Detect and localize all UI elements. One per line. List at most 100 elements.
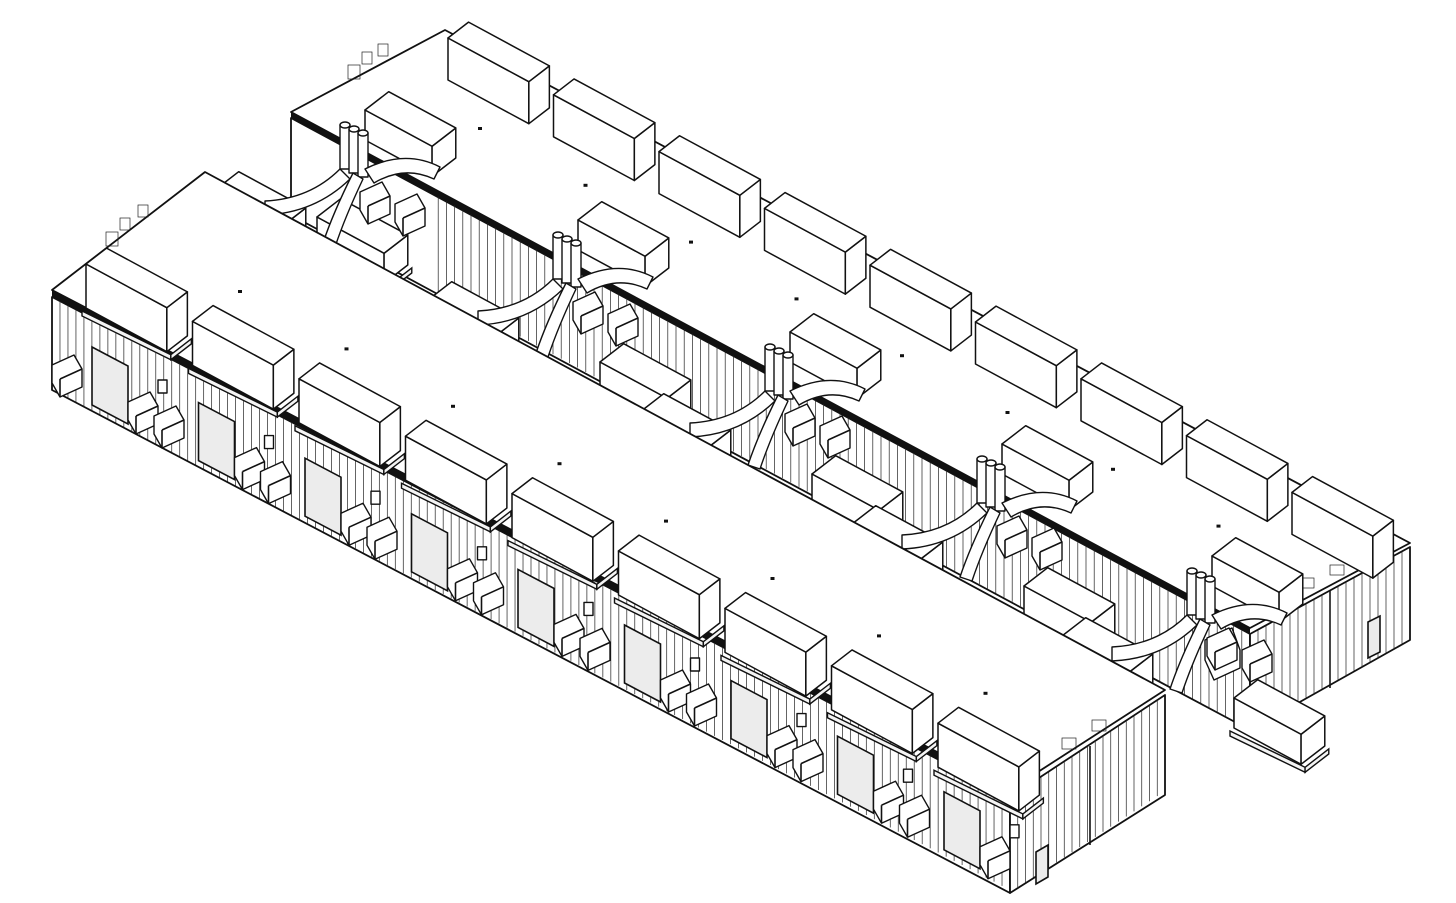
duct-riser-top — [339, 121, 351, 129]
rear-end-door — [1367, 614, 1381, 660]
supply-duct — [1001, 491, 1078, 518]
rear-rooftop-units — [447, 21, 1395, 579]
wall-switch-box — [263, 434, 275, 450]
wall-exhaust-fan — [51, 354, 83, 398]
wall-exhaust-fan — [607, 303, 639, 347]
supply-duct — [1211, 603, 1288, 630]
front-wall-door — [517, 568, 555, 648]
duct-riser-top — [1186, 567, 1198, 575]
front-rooftop-unit — [400, 419, 512, 534]
wall-exhaust-fan — [996, 515, 1028, 559]
roof-drain — [1216, 524, 1221, 528]
duct-riser-top — [782, 351, 794, 359]
duct-riser-top — [1195, 571, 1207, 579]
rear-rooftop-unit — [869, 248, 973, 352]
duct-riser-top — [357, 129, 369, 137]
wall-exhaust-fan — [259, 460, 292, 505]
wall-exhaust-fan — [359, 181, 391, 225]
front-wall-door — [91, 345, 129, 426]
wall-exhaust-fan — [366, 516, 398, 560]
rear-rooftop-unit — [974, 305, 1078, 409]
front-end-door — [1035, 843, 1049, 886]
wall-switch-box — [476, 546, 488, 561]
rear-roof-railing-nw — [347, 43, 389, 80]
front-wall-door — [623, 623, 662, 704]
roof-drain — [1005, 411, 1010, 414]
front-roof-railing-nw — [105, 204, 149, 247]
rear-rooftop-unit — [447, 21, 551, 125]
wall-exhaust-fan — [233, 446, 266, 491]
rear-rooftop-unit — [552, 78, 656, 182]
front-roof-drains — [238, 290, 988, 695]
wall-switch-box — [796, 712, 807, 728]
wall-switch-box — [689, 657, 701, 672]
air-handler-unit — [1229, 678, 1330, 774]
front-wall-doors — [91, 345, 981, 871]
supply-duct — [747, 394, 789, 470]
rear-rooftop-unit — [1291, 475, 1395, 579]
rear-roof-drains — [478, 127, 1221, 528]
wall-exhaust-fan — [659, 669, 692, 713]
supply-duct — [959, 506, 1001, 582]
air-handler-group — [1057, 536, 1330, 774]
roof-drain — [1111, 467, 1115, 471]
wall-exhaust-fan — [784, 403, 816, 447]
front-wall-door — [304, 456, 342, 537]
wall-exhaust-fan — [579, 627, 611, 672]
roof-drain — [344, 347, 349, 351]
roof-drain — [583, 183, 588, 187]
roof-drain — [877, 634, 881, 638]
front-rooftop-unit — [187, 304, 299, 419]
front-rooftop-unit — [826, 649, 938, 763]
wall-exhaust-fan — [394, 193, 426, 237]
wall-exhaust-fan — [153, 405, 185, 449]
front-roof-railing-ne — [1061, 719, 1107, 750]
duct-riser-top — [985, 459, 997, 467]
duct-riser-top — [348, 125, 360, 133]
front-wall-door — [943, 790, 981, 871]
duct-riser-top — [561, 235, 573, 243]
front-wall-door — [410, 512, 449, 593]
front-building — [51, 171, 1166, 894]
wall-exhaust-fan — [872, 780, 905, 824]
roof-drain — [794, 297, 799, 301]
roof-drain — [664, 519, 668, 523]
wall-switch-box — [370, 490, 381, 505]
front-wall-door — [197, 401, 236, 481]
front-rooftop-unit — [507, 476, 619, 591]
duct-riser-top — [773, 347, 785, 355]
wall-exhaust-fan — [1206, 627, 1238, 671]
wall-switch-box — [1009, 824, 1020, 839]
front-rooftop-unit — [294, 362, 406, 476]
roof-drain — [900, 354, 904, 358]
roof-drain — [238, 290, 242, 293]
rear-rooftop-unit — [763, 191, 867, 295]
wall-switch-box — [902, 768, 914, 783]
wall-exhaust-fan — [979, 836, 1011, 880]
wall-exhaust-fan — [766, 724, 798, 769]
front-rooftop-units — [81, 247, 1045, 821]
wall-exhaust-fan — [792, 738, 824, 783]
supply-duct — [577, 267, 654, 294]
roof-drain — [983, 691, 988, 695]
roof-drain — [689, 240, 693, 244]
duct-riser-top — [1204, 575, 1216, 583]
wall-switch-box — [583, 601, 594, 617]
wall-exhaust-fan — [1241, 639, 1273, 683]
rear-rooftop-unit — [1080, 362, 1184, 466]
supply-duct — [364, 157, 441, 184]
wall-exhaust-fan — [472, 572, 505, 616]
duct-riser-top — [552, 231, 564, 239]
front-wall-door — [730, 679, 768, 759]
wall-exhaust-fan — [819, 415, 851, 459]
rear-rooftop-unit — [1185, 418, 1289, 523]
roof-drain — [451, 404, 455, 408]
wall-exhaust-fan — [898, 794, 931, 838]
wall-exhaust-fan — [572, 291, 604, 335]
front-wall-door — [836, 734, 875, 815]
roof-drain — [478, 127, 482, 130]
front-rooftop-unit — [933, 706, 1045, 821]
wall-exhaust-fan — [1031, 527, 1063, 571]
front-rooftop-unit — [613, 534, 725, 649]
duct-riser-top — [570, 239, 582, 247]
